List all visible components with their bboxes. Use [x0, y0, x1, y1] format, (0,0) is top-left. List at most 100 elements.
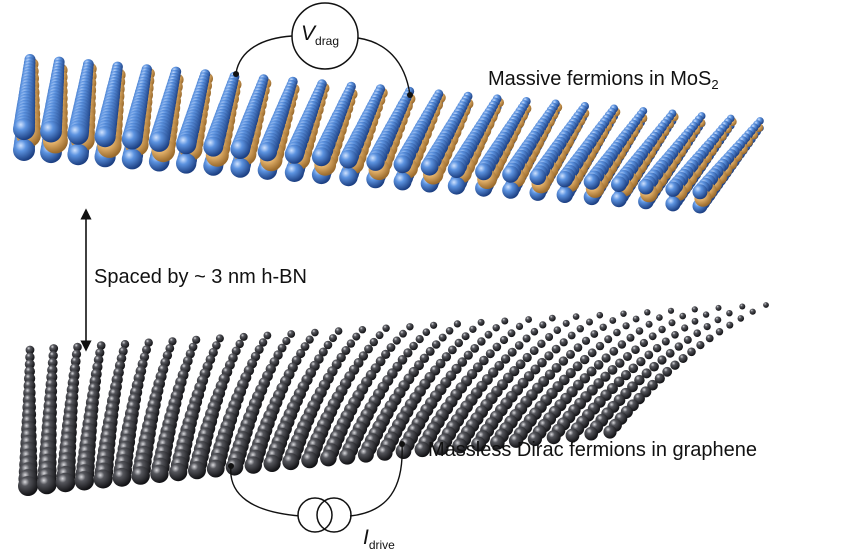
carbon-atom [604, 335, 613, 344]
carbon-atom [499, 335, 509, 345]
carbon-atom [546, 430, 561, 445]
sulfur-atom [556, 171, 573, 188]
carbon-atom [263, 331, 272, 340]
current-source-label: Idrive [363, 526, 395, 552]
sulfur-atom [665, 181, 681, 197]
carbon-atom [696, 341, 705, 350]
carbon-atom [492, 342, 502, 352]
carbon-atom [626, 333, 635, 342]
carbon-atom [715, 304, 722, 311]
mos2-layer [13, 54, 764, 214]
carbon-atom [364, 344, 373, 354]
carbon-atom [581, 336, 591, 345]
carbon-atom [452, 438, 468, 454]
carbon-atom [544, 369, 556, 380]
carbon-atom [632, 315, 640, 323]
sulfur-atom [121, 128, 143, 150]
carbon-atom [461, 332, 470, 341]
sulfur-atom [611, 176, 627, 193]
carbon-atom [687, 347, 696, 357]
carbon-atom [551, 363, 562, 373]
carbon-atom [656, 314, 663, 321]
carbon-atom [282, 453, 300, 471]
carbon-atom [484, 330, 493, 339]
sulfur-atom [284, 144, 304, 164]
carbon-atom [641, 368, 652, 379]
carbon-atom [96, 341, 106, 350]
graphene-label: Massless Dirac fermions in graphene [428, 439, 758, 461]
carbon-atom [599, 323, 607, 331]
carbon-atom [25, 352, 35, 362]
carbon-atom [457, 357, 468, 367]
carbon-atom [435, 358, 446, 369]
sulfur-atom [638, 178, 654, 195]
spacing-label: Spaced by ~ 3 nm h-BN [94, 266, 307, 288]
carbon-atom [469, 325, 477, 333]
carbon-atom [382, 324, 390, 332]
carbon-atom [530, 364, 541, 375]
mos2-label-subscript: 2 [711, 77, 719, 92]
carbon-atom [36, 474, 57, 495]
carbon-atom [726, 321, 734, 329]
carbon-atom [433, 440, 449, 456]
carbon-atom [477, 337, 486, 346]
current-source-wire-right [349, 443, 403, 517]
carbon-atom [559, 338, 568, 347]
sulfur-atom [203, 136, 224, 157]
sulfur-atom [583, 173, 600, 190]
carbon-atom [93, 469, 113, 489]
carbon-atom [652, 344, 662, 353]
mos2-label: Massive fermions in MoS2 [488, 68, 719, 92]
carbon-atom [415, 335, 424, 344]
carbon-atom [590, 330, 599, 338]
carbon-atom [679, 312, 686, 320]
carbon-atom [352, 332, 361, 341]
carbon-atom [623, 352, 632, 361]
carbon-atom [530, 327, 539, 336]
carbon-atom [596, 311, 604, 319]
carbon-atom [131, 466, 150, 485]
carbon-atom [678, 354, 688, 363]
carbon-atom [48, 351, 58, 361]
carbon-atom [683, 335, 692, 344]
current-source-subscript: drive [368, 538, 395, 552]
carbon-atom [649, 361, 659, 372]
carbon-atom [572, 313, 580, 320]
sulfur-atom [393, 155, 412, 174]
carbon-atom [537, 339, 546, 348]
carbon-atom [527, 431, 543, 447]
carbon-atom [508, 433, 524, 448]
carbon-atom [635, 327, 644, 335]
carbon-atom [558, 356, 569, 366]
carbon-atom [445, 327, 454, 335]
carbon-atom [631, 345, 640, 355]
carbon-atom [212, 341, 221, 350]
carbon-atom [471, 436, 486, 452]
sulfur-atom [366, 152, 385, 171]
carbon-atom [613, 376, 625, 388]
carbon-atom [244, 456, 262, 474]
sulfur-atom [257, 142, 278, 162]
carbon-atom [73, 342, 82, 352]
current-source-right-contact [399, 441, 405, 447]
carbon-atom [336, 352, 346, 363]
carbon-atom [399, 329, 407, 338]
carbon-atom [667, 307, 675, 314]
carbon-atom [375, 356, 386, 367]
carbon-atom [287, 330, 296, 338]
carbon-atom [628, 363, 639, 374]
carbon-atom [357, 446, 374, 463]
carbon-atom [477, 318, 485, 326]
sulfur-atom [339, 149, 358, 169]
sulfur-atom [502, 165, 520, 183]
carbon-atom [358, 351, 369, 361]
carbon-atom [681, 324, 689, 332]
carbon-atom [492, 324, 500, 332]
carbon-atom [665, 348, 675, 358]
carbon-atom [551, 344, 561, 354]
carbon-atom [580, 354, 590, 365]
carbon-atom [369, 337, 378, 347]
carbon-atom [142, 345, 151, 355]
current-source-circle-left [297, 497, 333, 533]
carbon-atom [545, 333, 554, 341]
